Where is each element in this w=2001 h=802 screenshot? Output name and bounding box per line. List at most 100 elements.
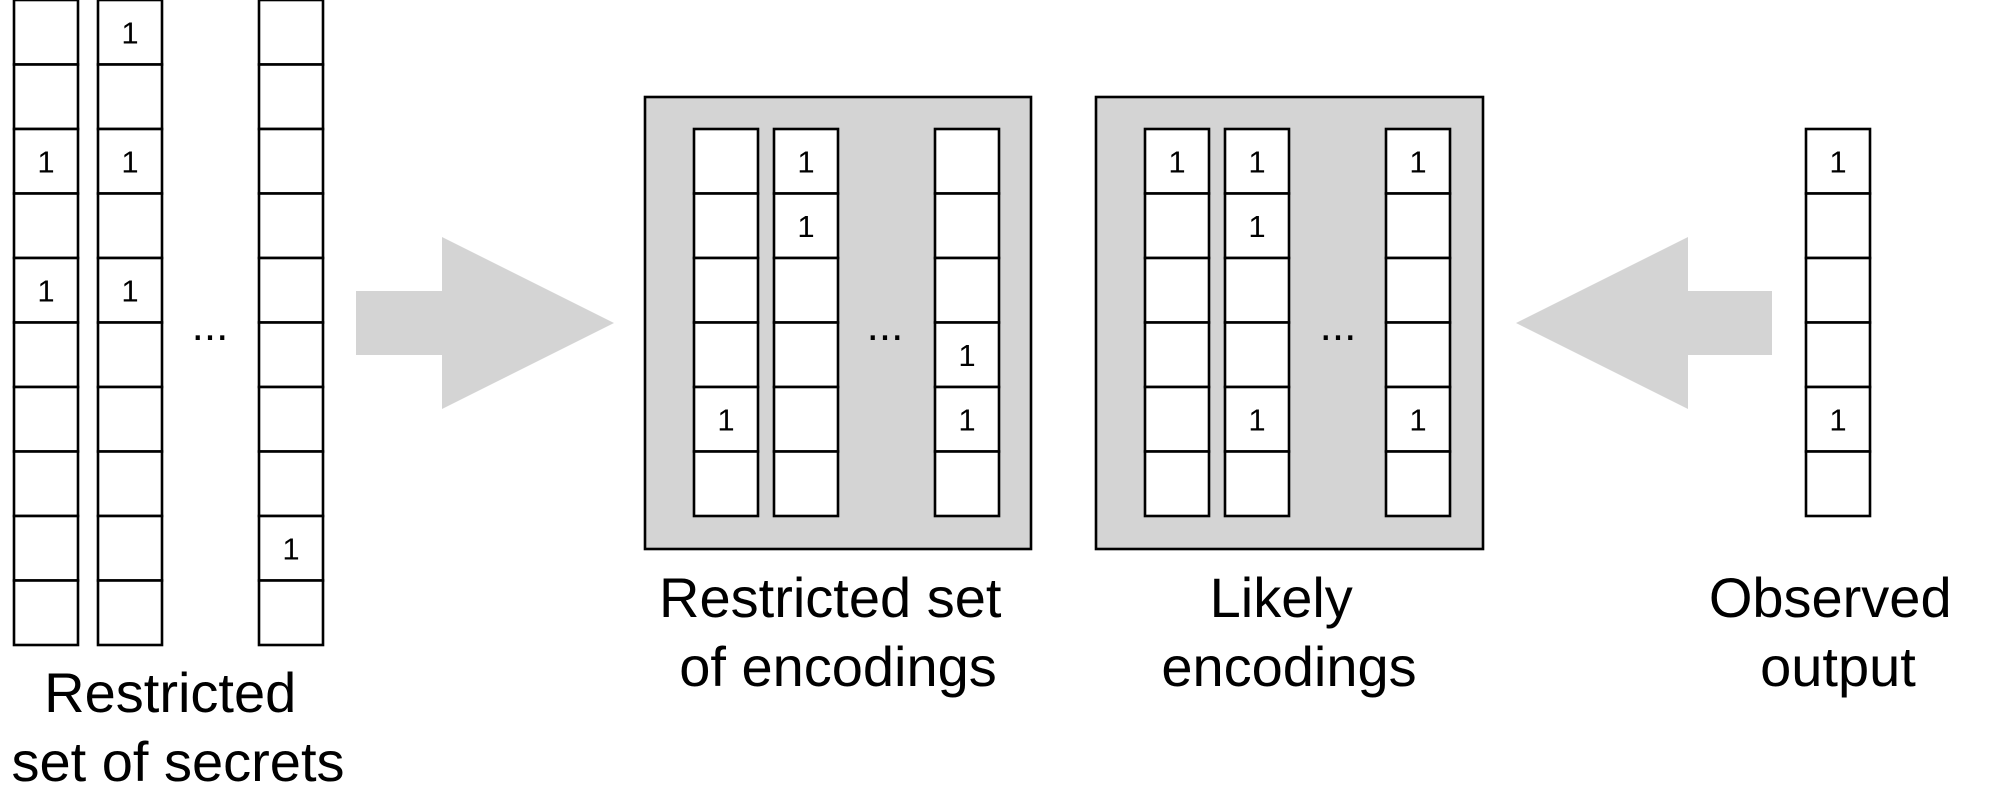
bit-cell — [692, 385, 760, 453]
observed-label: Observed output — [1709, 566, 1967, 698]
bit-value: 1 — [1829, 402, 1846, 437]
bit-cell — [12, 385, 80, 453]
bit-cell — [257, 385, 325, 453]
bit-cell — [772, 321, 840, 389]
bit-cell — [933, 127, 1001, 195]
bit-value: 1 — [1248, 402, 1265, 437]
likely-label-line: encodings — [1161, 635, 1416, 698]
encodings-label-line: Restricted set — [659, 566, 1002, 629]
likely-label: Likely encodings — [1161, 566, 1416, 698]
bit-cell — [96, 579, 164, 647]
right-arrow-icon — [356, 237, 614, 409]
bit-cell — [933, 256, 1001, 324]
bit-cell — [12, 321, 80, 389]
observed-section: 11 Observed output — [1709, 127, 1967, 698]
bit-value: 1 — [797, 209, 814, 244]
bit-value: 1 — [797, 144, 814, 179]
bit-cell — [257, 192, 325, 260]
secrets-label: Restricted set of secrets — [11, 661, 344, 793]
bit-cell — [772, 256, 840, 324]
bit-cell — [1804, 256, 1872, 324]
secrets-column: 11 — [12, 0, 80, 647]
likely-label-line: Likely — [1210, 566, 1353, 629]
bit-cell — [1143, 450, 1211, 518]
likely-ellipsis: ... — [1320, 301, 1357, 350]
observed-label-line: Observed — [1709, 566, 1952, 629]
encodings-section: 1 11 ... 11 Restricted set of encodings — [643, 95, 1033, 698]
bit-value: 1 — [1248, 144, 1265, 179]
bit-cell — [257, 514, 325, 582]
encodings-label-line: of encodings — [679, 635, 997, 698]
bit-cell — [933, 321, 1001, 389]
likely-column: 11 — [1384, 127, 1452, 518]
bit-cell — [1223, 256, 1291, 324]
secrets-label-line: set of secrets — [11, 730, 344, 793]
encodings-column: 11 — [772, 127, 840, 518]
likely-column: 1 1 1 — [1223, 127, 1291, 518]
bit-cell — [96, 514, 164, 582]
bit-value: 1 — [717, 402, 734, 437]
bit-cell — [772, 450, 840, 518]
encodings-label: Restricted set of encodings — [659, 566, 1017, 698]
bit-cell — [1223, 450, 1291, 518]
bit-cell — [257, 579, 325, 647]
bit-cell — [12, 514, 80, 582]
bit-cell — [12, 63, 80, 131]
bit-cell — [1384, 127, 1452, 195]
encodings-column: 11 — [933, 127, 1001, 518]
bit-cell — [933, 450, 1001, 518]
secrets-label-line: Restricted — [44, 661, 296, 724]
bit-cell — [692, 192, 760, 260]
bit-value: 1 — [958, 402, 975, 437]
bit-cell — [1223, 127, 1291, 195]
bit-cell — [96, 321, 164, 389]
observed-label-line: output — [1760, 635, 1916, 698]
bit-cell — [1804, 450, 1872, 518]
bit-value: 1 — [37, 144, 54, 179]
bit-cell — [933, 192, 1001, 260]
bit-cell — [1384, 321, 1452, 389]
bit-value: 1 — [37, 273, 54, 308]
bit-cell — [1143, 192, 1211, 260]
bit-cell — [96, 192, 164, 260]
bit-cell — [257, 256, 325, 324]
bit-cell — [772, 127, 840, 195]
bit-value: 1 — [121, 273, 138, 308]
bit-cell — [692, 127, 760, 195]
bit-cell — [1143, 321, 1211, 389]
bit-cell — [1143, 385, 1211, 453]
bit-cell — [257, 321, 325, 389]
bit-cell — [1804, 321, 1872, 389]
bit-cell — [1384, 385, 1452, 453]
left-arrow-icon — [1516, 237, 1772, 409]
bit-value: 1 — [1829, 144, 1846, 179]
bit-cell — [1384, 256, 1452, 324]
bit-cell — [257, 0, 325, 66]
likely-column: 1 — [1143, 127, 1211, 518]
bit-cell — [257, 63, 325, 131]
bit-cell — [257, 450, 325, 518]
bit-value: 1 — [1248, 209, 1265, 244]
bit-cell — [96, 385, 164, 453]
bit-value: 1 — [1168, 144, 1185, 179]
bit-cell — [96, 450, 164, 518]
secrets-column: 111 — [96, 0, 164, 647]
bit-cell — [12, 192, 80, 260]
secrets-ellipsis: ... — [192, 301, 229, 350]
bit-cell — [96, 127, 164, 195]
bit-cell — [933, 385, 1001, 453]
bit-cell — [692, 256, 760, 324]
bit-cell — [1143, 256, 1211, 324]
bit-value: 1 — [958, 338, 975, 373]
encodings-ellipsis: ... — [867, 301, 904, 350]
secrets-column: 1 — [257, 0, 325, 647]
likely-section: 1 111 ... 11 Likely encodings — [1094, 95, 1485, 698]
encodings-column: 1 — [692, 127, 760, 518]
bit-value: 1 — [121, 15, 138, 50]
bit-cell — [692, 321, 760, 389]
bit-cell — [12, 579, 80, 647]
observed-column: 11 — [1804, 127, 1872, 518]
bit-cell — [12, 450, 80, 518]
bit-cell — [1804, 192, 1872, 260]
